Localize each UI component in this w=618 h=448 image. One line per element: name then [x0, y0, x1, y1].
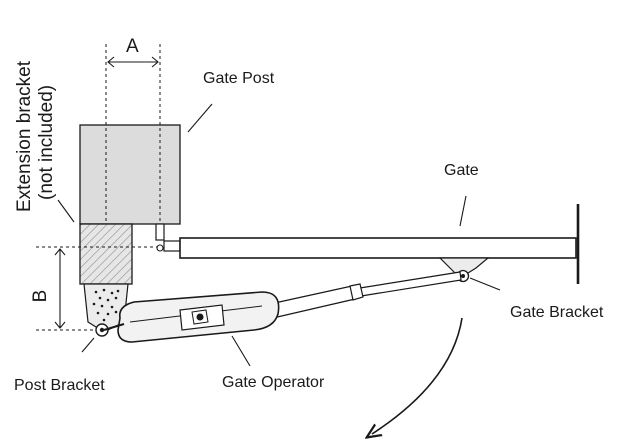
gate — [179, 204, 580, 284]
gate-label: Gate — [444, 162, 479, 179]
extension-bracket-label-line1: Extension bracket — [14, 60, 35, 212]
dimension-a — [105, 44, 161, 240]
gate-bracket-label: Gate Bracket — [510, 304, 604, 321]
dimension-a-label: A — [126, 36, 139, 57]
leader-lines — [57, 103, 501, 367]
dimension-b — [36, 246, 160, 331]
gate-post — [79, 124, 181, 225]
dimension-b-label: B — [30, 290, 51, 303]
gate-post-label: Gate Post — [203, 70, 275, 87]
post-bracket-label: Post Bracket — [14, 377, 105, 394]
gate-hinge — [155, 223, 181, 252]
swing-direction-arrow — [372, 317, 463, 434]
gate-operator-label: Gate Operator — [222, 374, 325, 391]
extension-bracket — [79, 223, 133, 285]
extension-bracket-label-line2: (not included) — [36, 85, 57, 200]
gate-operator — [103, 271, 462, 343]
